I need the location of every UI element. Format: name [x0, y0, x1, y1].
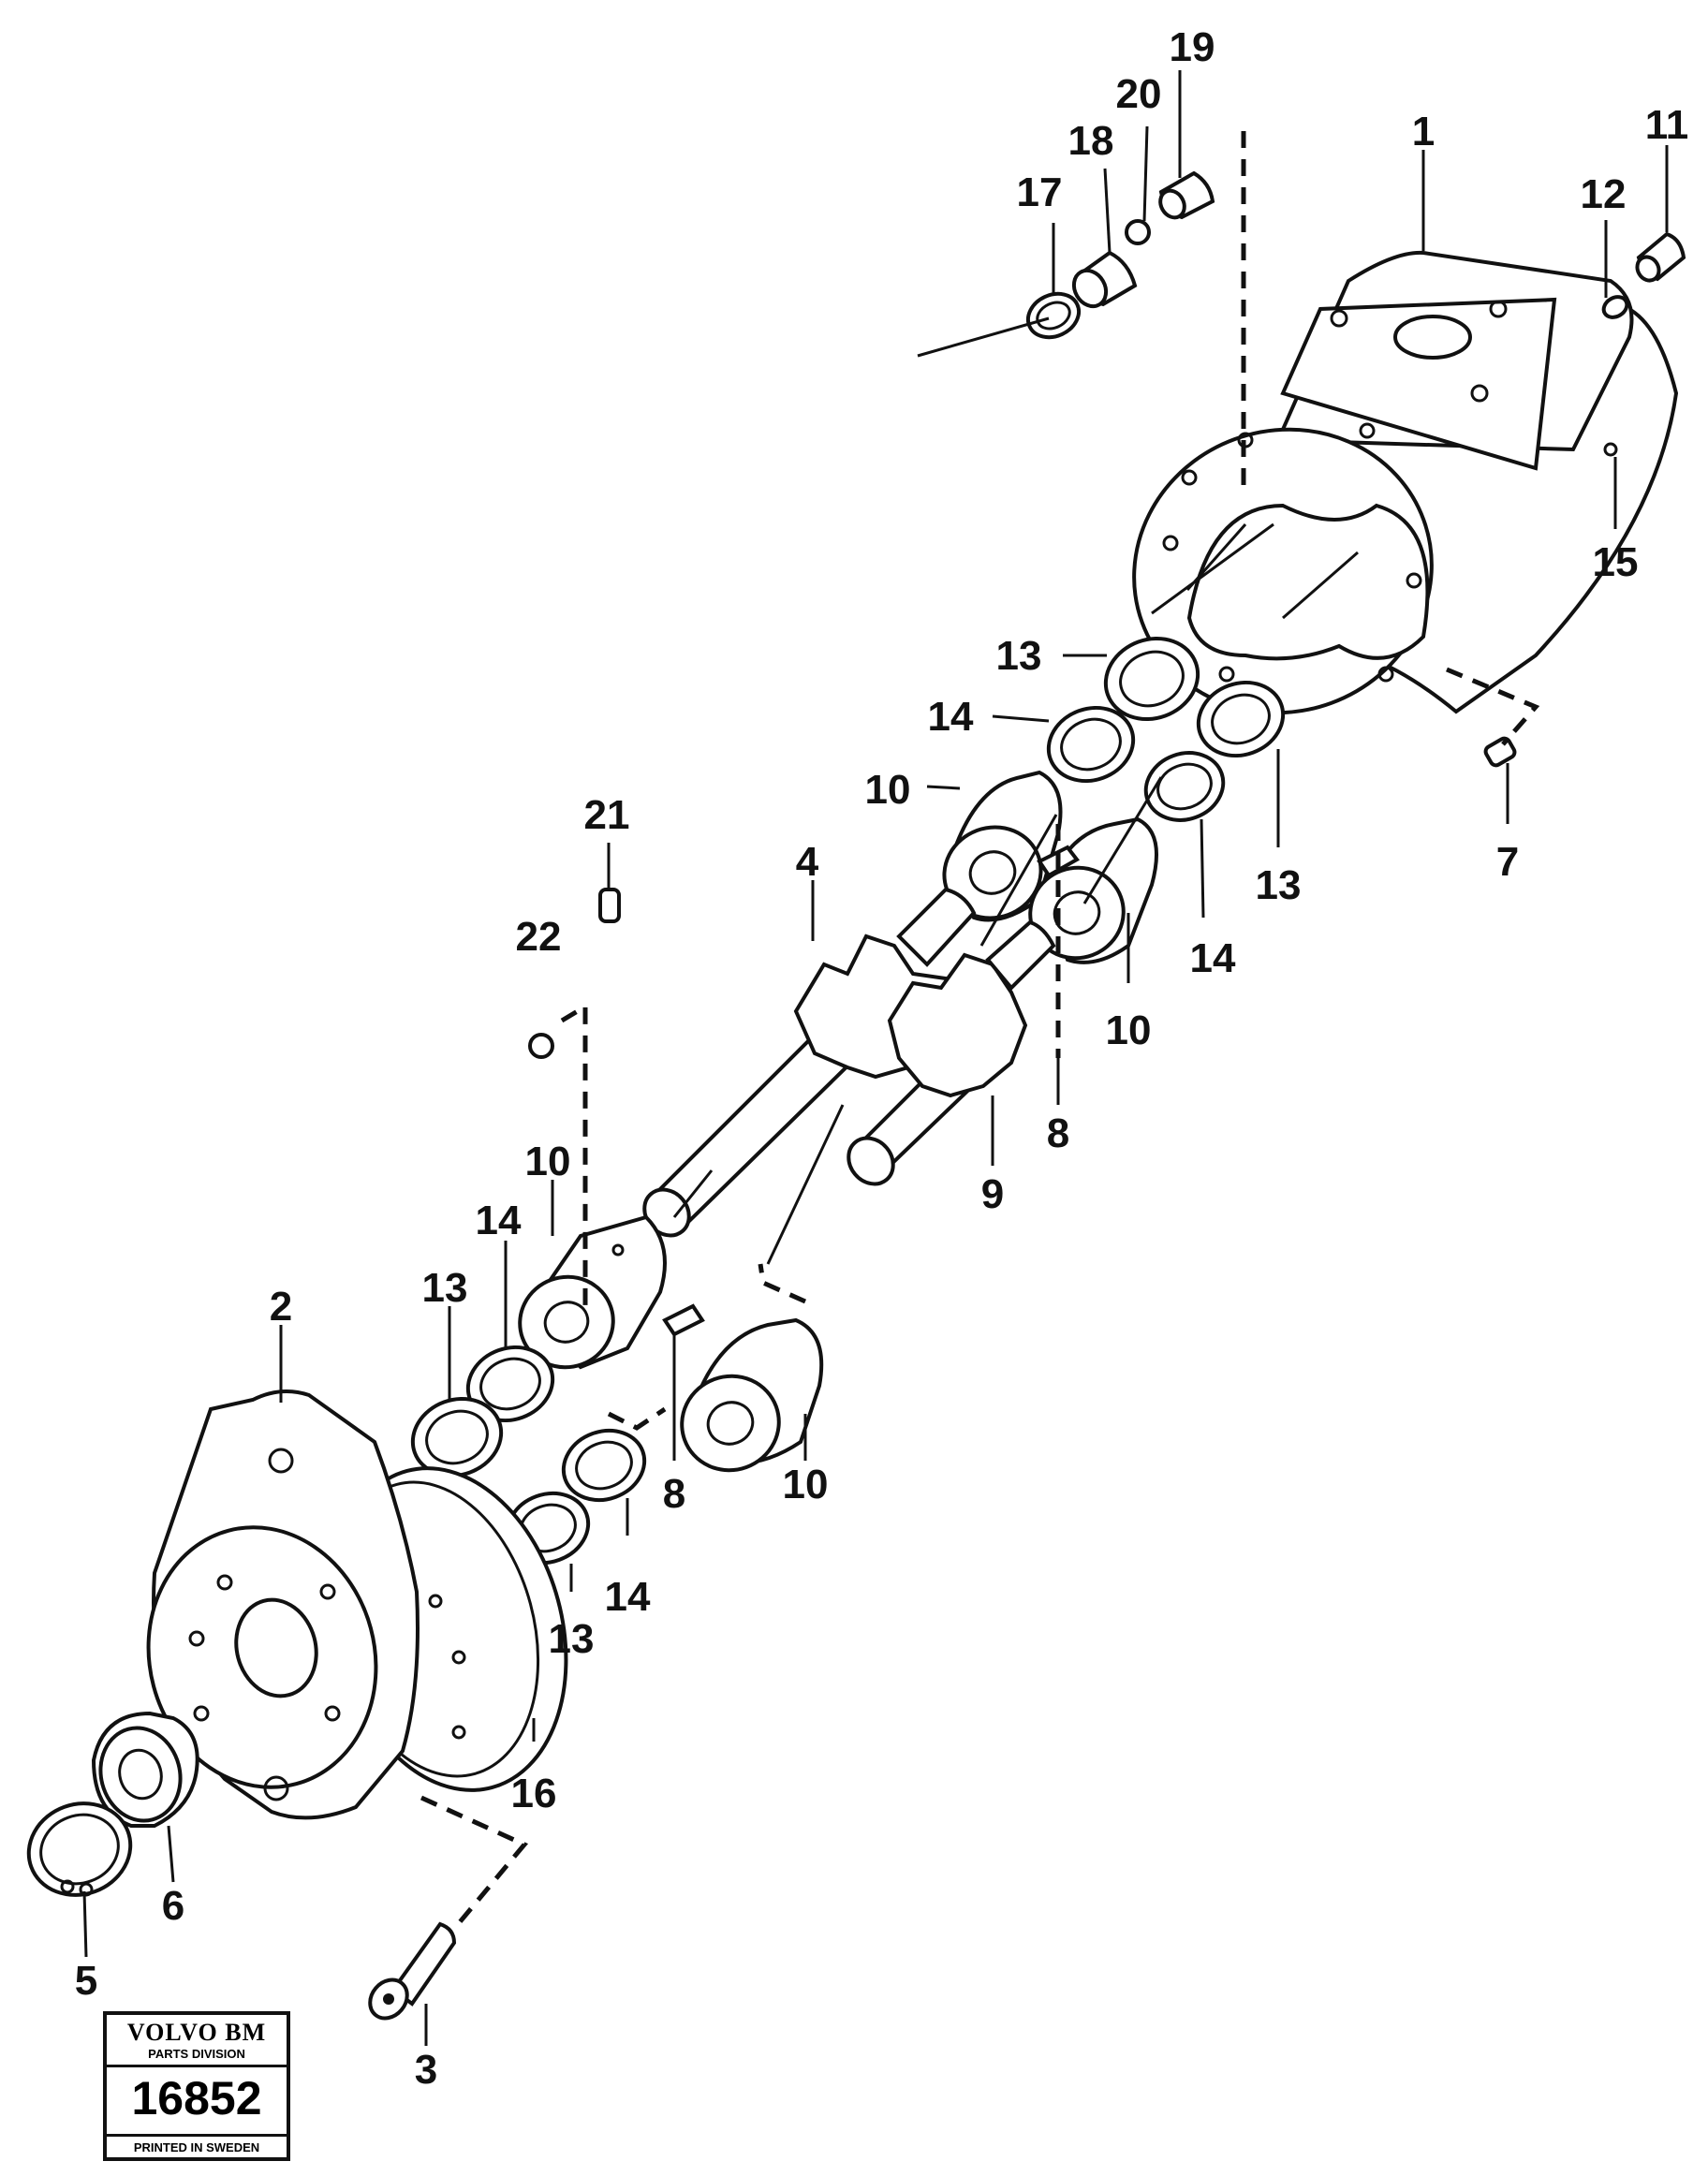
plug-11: [1635, 231, 1686, 283]
pump-housing: [1132, 250, 1679, 715]
seal-ring-13-upper-right: [1196, 680, 1286, 758]
callout-17: 17: [1017, 169, 1063, 215]
washer-12: [1601, 295, 1629, 319]
callout-18: 18: [1068, 118, 1114, 164]
callout-21: 21: [584, 792, 630, 838]
callout-10-upper-right: 10: [1106, 1007, 1152, 1053]
stamp-brand: VOLVO BM: [126, 2019, 267, 2046]
callout-10-upper-left: 10: [865, 767, 911, 813]
end-cover-2: [146, 1389, 466, 1820]
callout-9: 9: [981, 1171, 1004, 1217]
callout-14-upper-right: 14: [1190, 935, 1236, 981]
callout-3: 3: [415, 2047, 437, 2093]
callout-5: 5: [75, 1958, 97, 2004]
callout-10-lower-left: 10: [525, 1139, 571, 1184]
callout-12: 12: [1581, 171, 1627, 217]
stamp-division: PARTS DIVISION: [107, 2047, 287, 2067]
callout-6: 6: [162, 1883, 184, 1929]
seal-ring-14-upper-right: [1143, 751, 1226, 822]
shaft-seal-6: [91, 1711, 199, 1828]
callout-14-lower-right: 14: [605, 1574, 651, 1620]
plug-19: [1158, 170, 1215, 220]
assembly-guide-lines: [420, 131, 1540, 1931]
dowel-pin-8-lower: [662, 1303, 705, 1337]
callout-11: 11: [1645, 102, 1689, 148]
pin-21: [598, 888, 621, 923]
bushing-18: [1071, 250, 1138, 309]
callout-13-upper-right: 13: [1256, 862, 1302, 908]
callout-8-upper: 8: [1047, 1110, 1069, 1156]
stamp-printed: PRINTED IN SWEDEN: [107, 2134, 287, 2157]
callout-22: 22: [516, 914, 562, 960]
driven-gear-shaft-9: [847, 919, 1056, 1186]
stamp-number: 16852: [131, 2072, 262, 2125]
callout-2: 2: [270, 1284, 292, 1330]
seal-ring-13-lower-left: [410, 1396, 504, 1478]
seal-ring-14-upper-left: [1046, 705, 1136, 784]
callout-15: 15: [1593, 539, 1639, 585]
callout-16: 16: [511, 1771, 557, 1816]
callout-13-upper-left: 13: [996, 633, 1042, 679]
ball-20: [1125, 219, 1151, 245]
socket-screw-3: [368, 1921, 457, 2021]
leader-lines: [82, 70, 1669, 2046]
callout-19: 19: [1170, 24, 1215, 70]
bearing-block-10-lower-left: [518, 1214, 667, 1370]
callout-13-lower-right: 13: [549, 1616, 595, 1662]
callout-8-lower: 8: [663, 1471, 685, 1517]
callout-labels: 1 2 3 4 5 6 7 8 8 9 10 10 10 10 11 12 13…: [75, 24, 1689, 2093]
pin-7: [1483, 736, 1517, 768]
callout-14-lower-left: 14: [476, 1198, 522, 1243]
retaining-ring-17: [1025, 291, 1082, 340]
circlip-5: [26, 1801, 133, 1897]
seal-ring-14-lower-right: [561, 1428, 647, 1503]
callout-4: 4: [796, 839, 819, 885]
callout-1: 1: [1412, 109, 1435, 154]
callout-7: 7: [1496, 839, 1519, 885]
callout-20: 20: [1116, 71, 1162, 117]
bearing-block-10-lower-right: [680, 1317, 824, 1473]
volvo-bm-parts-stamp: VOLVO BM PARTS DIVISION 16852 PRINTED IN…: [103, 2011, 290, 2161]
callout-14-upper-left: 14: [928, 694, 974, 740]
seal-ring-13-upper-left: [1103, 636, 1200, 722]
ball-22: [528, 1033, 554, 1059]
callout-13-lower-left: 13: [422, 1265, 468, 1311]
callout-10-lower-right: 10: [783, 1462, 829, 1507]
